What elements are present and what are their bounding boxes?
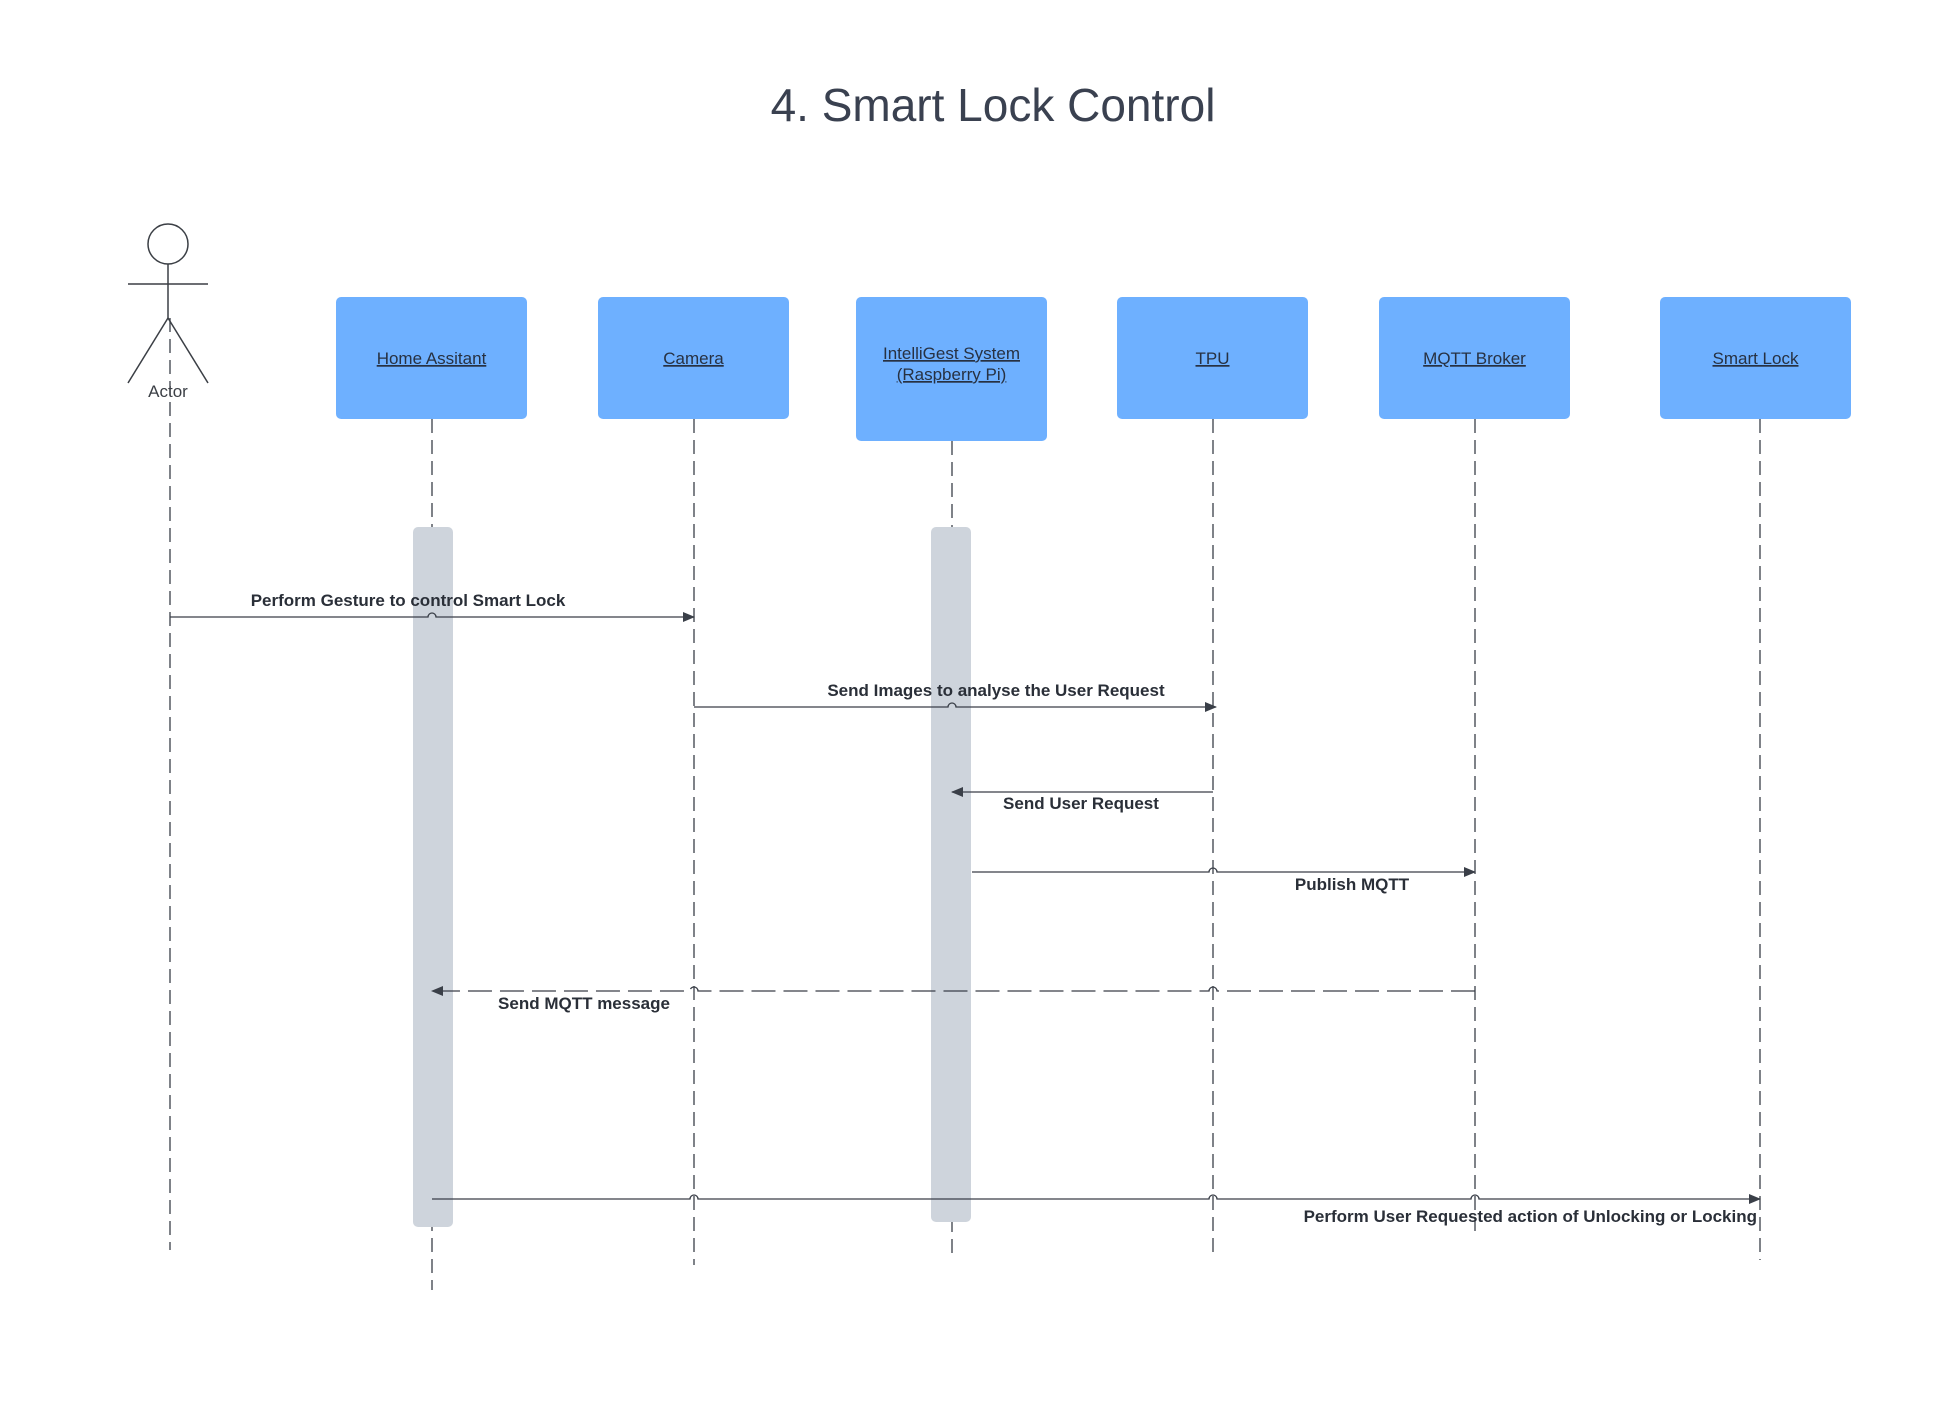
home-assistant-activation-bar bbox=[413, 527, 453, 1227]
perform-action-label: Perform User Requested action of Unlocki… bbox=[1304, 1207, 1757, 1226]
participant-camera[interactable]: Camera bbox=[598, 297, 789, 419]
activation-bars bbox=[413, 527, 971, 1227]
smart-lock-box bbox=[1660, 297, 1851, 419]
intelligest-label: (Raspberry Pi) bbox=[897, 365, 1007, 384]
message-publish-mqtt: Publish MQTT bbox=[972, 867, 1476, 894]
camera-box bbox=[598, 297, 789, 419]
send-images-label: Send Images to analyse the User Request bbox=[827, 681, 1165, 700]
home-assistant-label: Home Assitant bbox=[377, 349, 487, 368]
intelligest-label: IntelliGest System bbox=[883, 344, 1020, 363]
actor-label: Actor bbox=[148, 382, 188, 401]
camera-label: Camera bbox=[663, 349, 724, 368]
send-images-arrow bbox=[694, 702, 1217, 712]
send-mqtt-message-label: Send MQTT message bbox=[498, 994, 670, 1013]
intelligest-activation-bar bbox=[931, 527, 971, 1222]
home-assistant-box bbox=[336, 297, 527, 419]
mqtt-broker-box bbox=[1379, 297, 1570, 419]
participant-smart-lock[interactable]: Smart Lock bbox=[1660, 297, 1851, 419]
messages: Perform Gesture to control Smart LockSen… bbox=[170, 591, 1761, 1226]
perform-action-arrow bbox=[432, 1194, 1761, 1204]
participants: Home Assitant Camera IntelliGest System (Ra… bbox=[336, 297, 1851, 441]
participant-tpu[interactable]: TPU bbox=[1117, 297, 1308, 419]
perform-gesture-arrow bbox=[170, 612, 695, 622]
tpu-box bbox=[1117, 297, 1308, 419]
participant-home-assistant[interactable]: Home Assitant bbox=[336, 297, 527, 419]
stick-figure-icon bbox=[127, 223, 209, 384]
message-perform-action: Perform User Requested action of Unlocki… bbox=[432, 1194, 1761, 1226]
participant-mqtt-broker[interactable]: MQTT Broker bbox=[1379, 297, 1570, 419]
perform-gesture-label: Perform Gesture to control Smart Lock bbox=[251, 591, 566, 610]
message-send-user-request: Send User Request bbox=[951, 787, 1213, 813]
diagram-title: 4. Smart Lock Control bbox=[771, 79, 1216, 131]
send-mqtt-message-arrow bbox=[431, 986, 1475, 996]
mqtt-broker-label: MQTT Broker bbox=[1423, 349, 1526, 368]
message-send-mqtt-message: Send MQTT message bbox=[431, 986, 1475, 1013]
publish-mqtt-label: Publish MQTT bbox=[1295, 875, 1410, 894]
participant-intelligest[interactable]: IntelliGest System (Raspberry Pi) bbox=[856, 297, 1047, 441]
actor: Actor bbox=[127, 223, 209, 401]
tpu-label: TPU bbox=[1196, 349, 1230, 368]
message-perform-gesture: Perform Gesture to control Smart Lock bbox=[170, 591, 695, 622]
publish-mqtt-arrow bbox=[972, 867, 1476, 877]
message-send-images: Send Images to analyse the User Request bbox=[694, 681, 1217, 712]
intelligest-box bbox=[856, 297, 1047, 441]
send-user-request-label: Send User Request bbox=[1003, 794, 1159, 813]
smart-lock-label: Smart Lock bbox=[1713, 349, 1799, 368]
